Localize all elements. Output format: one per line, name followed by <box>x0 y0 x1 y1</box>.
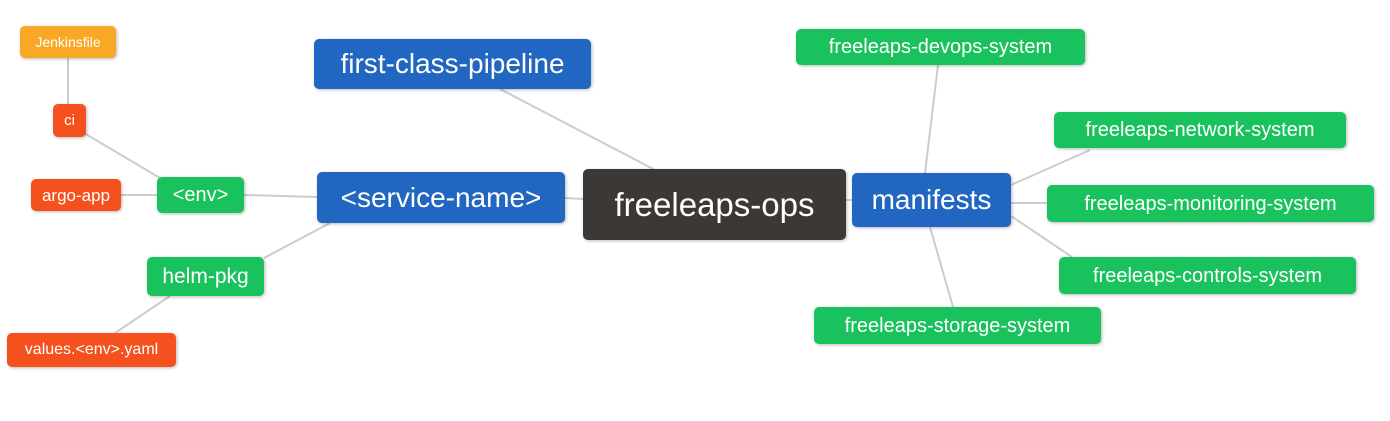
edge-env-to-service-name <box>243 194 318 198</box>
node-freeleaps-monitoring-system[interactable]: freeleaps-monitoring-system <box>1047 185 1374 222</box>
edge-manifests-to-freeleaps-controls-system <box>1010 215 1073 258</box>
node-manifests[interactable]: manifests <box>852 173 1011 227</box>
edge-manifests-to-freeleaps-storage-system <box>929 226 954 308</box>
node-jenkinsfile[interactable]: Jenkinsfile <box>20 26 116 58</box>
edge-manifests-to-freeleaps-network-system <box>1010 149 1091 186</box>
node-ci[interactable]: ci <box>53 104 86 137</box>
edge-ci-to-env <box>83 132 161 179</box>
edge-helm-pkg-to-service-name <box>263 222 331 259</box>
edge-manifests-to-freeleaps-devops-system <box>924 64 939 174</box>
node-argo-app[interactable]: argo-app <box>31 179 121 211</box>
node-service-name[interactable]: <service-name> <box>317 172 565 223</box>
node-freeleaps-storage-system[interactable]: freeleaps-storage-system <box>814 307 1101 344</box>
edge-first-class-pipeline-to-freeleaps-ops <box>499 88 658 172</box>
node-helm-pkg[interactable]: helm-pkg <box>147 257 264 296</box>
node-freeleaps-ops[interactable]: freeleaps-ops <box>583 169 846 240</box>
node-freeleaps-devops-system[interactable]: freeleaps-devops-system <box>796 29 1085 65</box>
node-values-env-yaml[interactable]: values.<env>.yaml <box>7 333 176 367</box>
node-env[interactable]: <env> <box>157 177 244 213</box>
edge-service-name-to-freeleaps-ops <box>564 197 584 200</box>
node-first-class-pipeline[interactable]: first-class-pipeline <box>314 39 591 89</box>
node-freeleaps-controls-system[interactable]: freeleaps-controls-system <box>1059 257 1356 294</box>
edge-values-env-yaml-to-helm-pkg <box>114 295 171 334</box>
node-freeleaps-network-system[interactable]: freeleaps-network-system <box>1054 112 1346 148</box>
